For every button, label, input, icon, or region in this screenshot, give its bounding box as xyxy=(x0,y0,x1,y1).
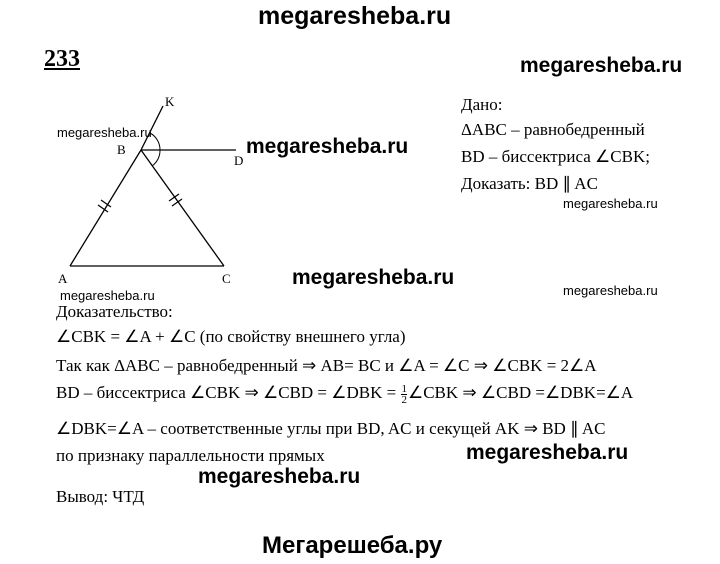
fraction-one-half: 1 2 xyxy=(401,382,407,406)
proof-line-bisector: BD – биссектриса ∠CBK ⇒ ∠CBD = ∠DBK = 1 … xyxy=(56,383,633,405)
proof-text: ∠CBK ⇒ ∠CBD =∠DBK=∠A xyxy=(407,383,634,402)
proof-line: по признаку параллельности прямых xyxy=(56,446,325,465)
proof-line: ∠DBK=∠A – соответственные углы при BD, A… xyxy=(56,419,606,438)
proof-text: BD – биссектриса ∠CBK ⇒ ∠CBD = ∠DBK = xyxy=(56,383,397,402)
given-heading: Дано: xyxy=(461,95,503,114)
given-line: ΔABC – равнобедренный xyxy=(461,120,645,139)
given-line: BD – биссектриса ∠CBK; xyxy=(461,147,650,166)
watermark-proof-center: megaresheba.ru xyxy=(198,465,361,488)
tick-bc-1 xyxy=(168,193,180,202)
vertex-label-a: A xyxy=(58,271,68,286)
ray-bk xyxy=(140,105,164,151)
vertex-label-c: C xyxy=(222,271,231,286)
watermark-right: megaresheba.ru xyxy=(520,54,683,77)
watermark-center: megaresheba.ru xyxy=(292,266,455,289)
proof-heading: Доказательство: xyxy=(56,302,173,321)
point-label-d: D xyxy=(234,153,243,168)
watermark-small: megaresheba.ru xyxy=(60,288,155,303)
prove-statement: Доказать: BD ∥ AC xyxy=(461,174,598,193)
tick-bc-2 xyxy=(171,198,183,207)
tick-ab-1 xyxy=(97,204,109,213)
vertex-label-b: B xyxy=(117,142,126,157)
watermark-small: megaresheba.ru xyxy=(563,196,658,211)
side-ab xyxy=(69,149,142,267)
watermark-center: megaresheba.ru xyxy=(246,135,409,158)
angle-arc-kbd xyxy=(149,132,161,151)
angle-arc-dbc xyxy=(151,149,161,167)
conclusion: Вывод: ЧТД xyxy=(56,487,145,506)
proof-line: Так как ΔABC – равнобедренный ⇒ AB= BC и… xyxy=(56,356,597,375)
watermark-small: megaresheba.ru xyxy=(563,283,658,298)
side-bc xyxy=(140,149,225,267)
proof-line: ∠CBK = ∠A + ∠C (по свойству внешнего угл… xyxy=(56,327,406,346)
watermark-small: megaresheba.ru xyxy=(57,125,152,140)
point-label-k: K xyxy=(165,94,175,109)
problem-number: 233 xyxy=(44,46,80,72)
tick-ab-2 xyxy=(100,199,112,208)
watermark-bottom: Мегарешеба.ру xyxy=(262,532,443,559)
fraction-numerator: 1 xyxy=(401,382,407,395)
watermark-proof-right: megaresheba.ru xyxy=(466,441,629,464)
fraction-denominator: 2 xyxy=(401,393,407,406)
watermark-top: megaresheba.ru xyxy=(258,2,452,30)
